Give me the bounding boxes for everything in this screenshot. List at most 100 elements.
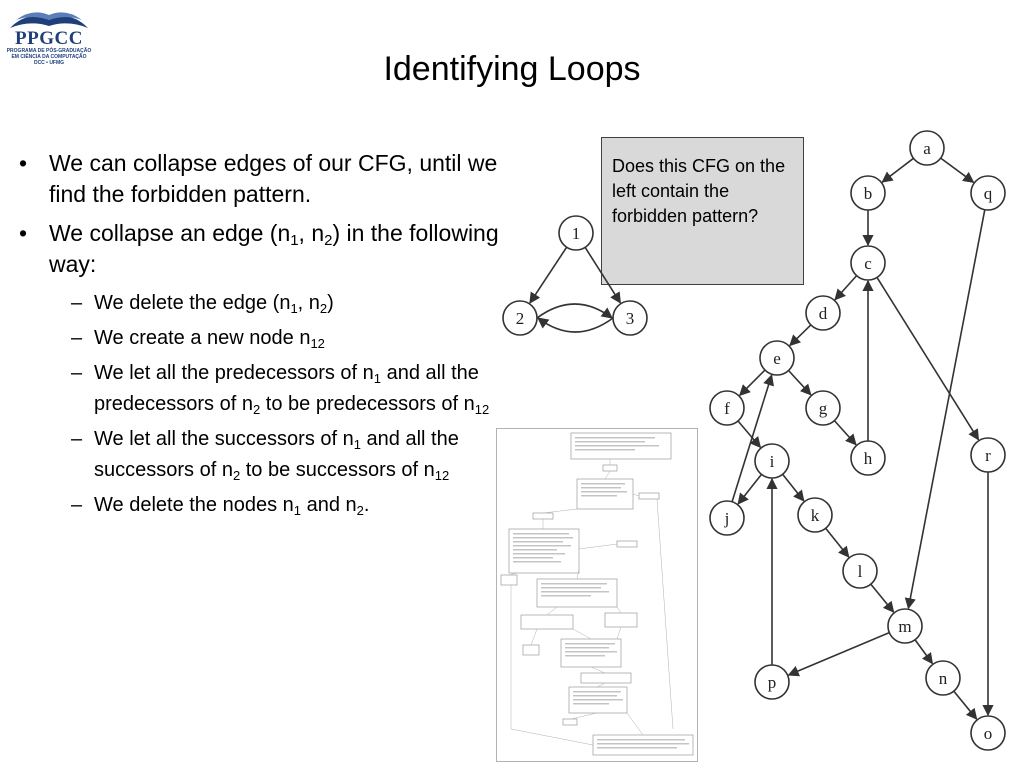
node-m: m — [887, 608, 923, 644]
subscript: 1 — [290, 232, 299, 249]
node-label: q — [984, 184, 993, 203]
bullet-text: ) — [327, 292, 334, 314]
node-circle — [558, 215, 594, 251]
node-label: d — [819, 304, 828, 323]
edge-a-q — [940, 157, 975, 183]
node-circle — [887, 608, 923, 644]
node-e: e — [759, 340, 795, 376]
sub-bullet-item: –We let all the successors of n1 and all… — [14, 424, 504, 486]
logo-line-1: PROGRAMA DE PÓS-GRADUAÇÃO — [6, 48, 92, 54]
subscript: 1 — [293, 503, 302, 518]
edge-e-f — [738, 369, 766, 397]
edge-m-p — [787, 631, 890, 677]
node-label: g — [819, 399, 828, 418]
bullet-list: •We can collapse edges of our CFG, until… — [14, 148, 504, 525]
edge-i-k — [781, 473, 805, 502]
edge-3-2 — [537, 317, 614, 333]
bullet-item: •We can collapse edges of our CFG, until… — [14, 148, 504, 210]
node-circle — [970, 437, 1006, 473]
node-label: c — [864, 254, 872, 273]
edge-n-o — [953, 690, 978, 720]
subscript: 12 — [474, 402, 490, 417]
bullet-marker: – — [71, 327, 83, 349]
node-l: l — [842, 553, 878, 589]
bullet-text: We let all the successors of n — [94, 428, 354, 450]
node-label: 2 — [516, 309, 525, 328]
node-label: e — [773, 349, 781, 368]
node-circle — [612, 300, 648, 336]
sub-bullet-item: –We let all the predecessors of n1 and a… — [14, 358, 504, 420]
node-label: j — [724, 509, 730, 528]
bullet-text: to be predecessors of n — [260, 393, 475, 415]
ppgcc-logo: PPGCC PROGRAMA DE PÓS-GRADUAÇÃO EM CIÊNC… — [6, 6, 92, 68]
logo-brand: PPGCC — [15, 28, 83, 49]
node-label: r — [985, 446, 991, 465]
node-circle — [970, 715, 1006, 751]
question-callout: Does this CFG on the left contain the fo… — [601, 137, 804, 285]
node-q: q — [970, 175, 1006, 211]
bullet-marker: – — [71, 494, 83, 516]
node-label: k — [811, 506, 820, 525]
bullet-marker: – — [71, 292, 83, 314]
logo-line-2: EM CIÊNCIA DA COMPUTAÇÃO — [11, 54, 87, 60]
bullet-marker: – — [71, 362, 83, 384]
subscript: 1 — [353, 437, 361, 452]
edge-2-3 — [536, 303, 613, 319]
edge-i-j — [737, 473, 763, 505]
node-circle — [842, 553, 878, 589]
node-label: i — [770, 452, 775, 471]
bullet-text: We delete the edge (n — [94, 292, 291, 314]
subscript: 2 — [356, 503, 364, 518]
subscript: 2 — [252, 402, 261, 417]
node-b: b — [850, 175, 886, 211]
node-1: 1 — [558, 215, 594, 251]
edge-g-h — [833, 420, 857, 446]
node-r: r — [970, 437, 1006, 473]
node-a: a — [909, 130, 945, 166]
node-circle — [797, 497, 833, 533]
bullet-text: to be successors of n — [240, 459, 435, 481]
node-i: i — [754, 443, 790, 479]
node-label: h — [864, 449, 873, 468]
bullet-text: and n — [301, 494, 357, 516]
edge-c-r — [876, 276, 980, 441]
bullet-text: . — [363, 494, 370, 516]
node-label: b — [864, 184, 873, 203]
node-circle — [759, 340, 795, 376]
bullet-marker: • — [19, 220, 28, 246]
bullet-text: , n — [298, 220, 325, 246]
node-circle — [754, 664, 790, 700]
subscript: 12 — [434, 468, 450, 483]
node-circle — [754, 443, 790, 479]
bullet-text: We create a new node n — [94, 327, 311, 349]
sub-bullet-item: –We delete the nodes n1 and n2. — [14, 490, 504, 521]
edge-d-e — [789, 324, 812, 347]
bullet-marker: • — [19, 150, 28, 176]
bullet-text: We collapse an edge (n — [49, 220, 291, 246]
subscript: 12 — [310, 336, 325, 351]
node-circle — [909, 130, 945, 166]
edge-a-b — [881, 157, 914, 183]
node-circle — [925, 660, 961, 696]
node-label: 3 — [626, 309, 635, 328]
node-label: m — [898, 617, 911, 636]
node-n: n — [925, 660, 961, 696]
bullet-text: , n — [297, 292, 320, 314]
node-circle — [805, 390, 841, 426]
edge-l-m — [870, 583, 895, 613]
edge-1-3 — [584, 246, 622, 304]
node-circle — [805, 295, 841, 331]
node-label: f — [724, 399, 730, 418]
node-circle — [850, 440, 886, 476]
node-label: p — [768, 673, 777, 692]
node-d: d — [805, 295, 841, 331]
edge-k-l — [825, 527, 850, 558]
bullet-text: ) in the following way: — [49, 220, 499, 277]
bullet-marker: – — [71, 428, 83, 450]
node-p: p — [754, 664, 790, 700]
subscript: 2 — [324, 232, 333, 249]
node-label: 1 — [572, 224, 581, 243]
subscript: 1 — [373, 371, 382, 386]
edge-f-i — [737, 420, 762, 449]
